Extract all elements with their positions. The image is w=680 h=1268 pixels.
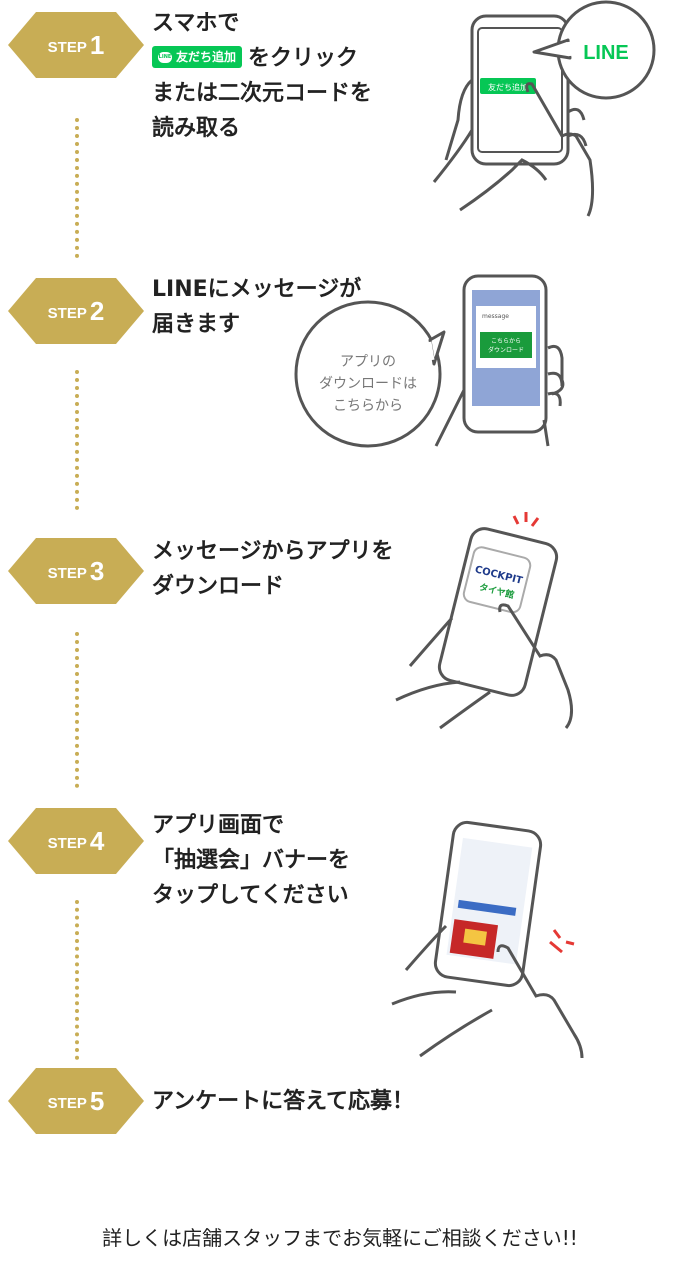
step-number: 1 [89,29,105,60]
step1-text: スマホで LINE 友だち追加をクリック または二次元コードを 読み取る [152,6,372,146]
step1-line2: LINE 友だち追加をクリック [152,41,372,76]
step1-line3: または二次元コードを [152,81,373,106]
diamond-shape [8,12,144,78]
illus-line-button-text: 友だち追加 [488,82,528,92]
phone-message-illustration: message こちらから ダウンロード アプリの ダウンロードは こちらから [294,274,565,448]
phone-app-illustration: COCKPIT タイヤ館 [395,512,573,730]
diamond-shape [8,808,144,874]
step3-line2: ダウンロード [152,574,285,599]
bubble-line1: アプリの [340,354,396,370]
step2-line2: 届きます [152,312,241,337]
bubble-line2: ダウンロードは [319,376,417,392]
dotted-connector [75,370,83,510]
dotted-connector [75,118,83,258]
diamond-shape [8,278,144,344]
footer-note: 詳しくは店舗スタッフまでお気軽にご相談ください!! [102,1226,578,1250]
step3-line1: メッセージからアプリを [152,539,394,564]
step-word: STEP [47,834,87,852]
step4-line2: 「抽選会」バナーを [152,848,351,873]
download-btn-line1: こちらから [491,338,521,345]
step4-line3: タップしてください [152,883,349,908]
step-word: STEP [47,304,87,322]
step4-line1: アプリ画面で [152,813,285,838]
line-icon: LINE [158,51,172,63]
phone-lottery-illustration [391,820,584,1059]
dotted-connector [75,632,83,788]
bubble-line3: こちらから [333,398,403,414]
step-number: 4 [89,825,105,856]
download-btn-line2: ダウンロード [488,346,524,354]
step4-text: アプリ画面で 「抽選会」バナーを タップしてください [152,808,350,913]
message-text: message [482,313,509,320]
step2-text: LINEにメッセージが 届きます [152,272,361,342]
step-number: 3 [89,555,105,586]
step5-text: アンケートに答えて応募！ [152,1084,414,1119]
line-add-friend-label: 友だち追加 [176,49,237,64]
step1-click-text: をクリック [248,46,359,71]
step-word: STEP [47,1094,87,1112]
diamond-shape [8,1068,144,1134]
step-word: STEP [47,564,87,582]
step2-line1: LINEにメッセージが [152,277,362,302]
step1-line4: 読み取る [152,116,241,141]
step1-line1: スマホで [152,11,240,36]
diamond-shape [8,538,144,604]
phone-tap-illustration: 友だち追加 LINE [432,0,656,217]
dotted-connector [75,900,83,1060]
step-word: STEP [47,38,87,56]
step-number: 2 [89,295,105,326]
line-bubble-text: LINE [583,42,629,64]
line-add-friend-button[interactable]: LINE 友だち追加 [152,46,243,68]
step5-line1: アンケートに答えて応募！ [152,1089,415,1114]
step-number: 5 [89,1085,105,1116]
step3-text: メッセージからアプリを ダウンロード [152,534,394,604]
